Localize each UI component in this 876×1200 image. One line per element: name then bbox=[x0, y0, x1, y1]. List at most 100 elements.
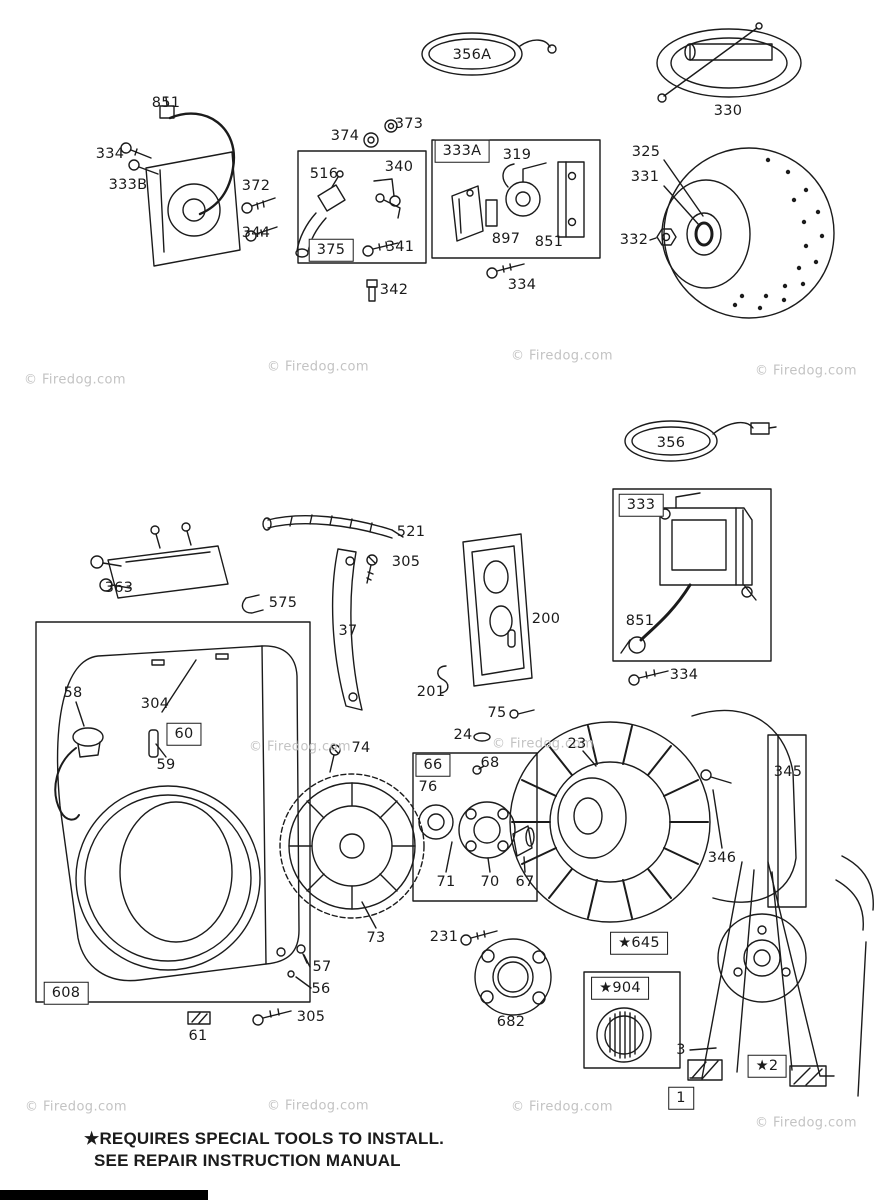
part-label-70: 70 bbox=[480, 873, 500, 890]
part-label-333A: 333A bbox=[434, 139, 490, 163]
art-clip-575 bbox=[241, 594, 264, 614]
part-label-74: 74 bbox=[351, 739, 371, 756]
part-label-331: 331 bbox=[630, 168, 660, 185]
footnote-line2: SEE REPAIR INSTRUCTION MANUAL bbox=[94, 1151, 401, 1170]
watermark: © Firedog.com bbox=[249, 739, 351, 755]
part-label-363: 363 bbox=[104, 579, 134, 596]
part-label-342: 342 bbox=[379, 281, 409, 298]
part-label-319: 319 bbox=[502, 146, 532, 163]
part-label-904: ★904 bbox=[591, 976, 649, 1000]
watermark: © Firedog.com bbox=[511, 1099, 613, 1115]
part-label-57: 57 bbox=[312, 958, 332, 975]
part-label-334: 334 bbox=[669, 666, 699, 683]
watermark: © Firedog.com bbox=[267, 1098, 369, 1114]
part-label-231: 231 bbox=[429, 928, 459, 945]
art-hose-521 bbox=[262, 514, 404, 539]
part-label-334: 334 bbox=[507, 276, 537, 293]
bottom-scan-artifact bbox=[0, 1190, 208, 1200]
part-label-345: 345 bbox=[773, 763, 803, 780]
part-label-75: 75 bbox=[487, 704, 507, 721]
art-hook-201 bbox=[437, 665, 449, 694]
part-label-2: ★2 bbox=[747, 1054, 787, 1078]
art-housing-608 bbox=[35, 621, 311, 1003]
part-label-201: 201 bbox=[416, 683, 446, 700]
part-label-608: 608 bbox=[43, 981, 89, 1005]
part-label-645: ★645 bbox=[610, 931, 668, 955]
watermark: © Firedog.com bbox=[24, 372, 126, 388]
part-label-332: 332 bbox=[619, 231, 649, 248]
part-label-346: 346 bbox=[707, 849, 737, 866]
part-label-200: 200 bbox=[531, 610, 561, 627]
footnote: ★REQUIRES SPECIAL TOOLS TO INSTALL. SEE … bbox=[84, 1128, 444, 1172]
art-screw-74 bbox=[329, 744, 341, 773]
art-fittings-375 bbox=[295, 119, 427, 302]
art-flywheel-325 bbox=[649, 147, 835, 319]
part-label-3: 3 bbox=[676, 1041, 686, 1058]
art-misc-fasteners bbox=[473, 709, 597, 767]
art-fan-flywheel bbox=[509, 721, 711, 923]
part-label-344: 344 bbox=[241, 224, 271, 241]
part-label-521: 521 bbox=[396, 523, 426, 540]
part-label-897: 897 bbox=[491, 230, 521, 247]
part-label-24: 24 bbox=[453, 726, 473, 743]
part-label-66: 66 bbox=[415, 753, 451, 777]
art-assembly-330 bbox=[656, 22, 802, 103]
art-plate-200 bbox=[462, 533, 533, 687]
art-bracket-37 bbox=[331, 548, 363, 711]
part-label-372: 372 bbox=[241, 177, 271, 194]
art-points-333A bbox=[431, 139, 601, 279]
part-label-575: 575 bbox=[268, 594, 298, 611]
part-label-325: 325 bbox=[631, 143, 661, 160]
part-label-67: 67 bbox=[515, 873, 535, 890]
art-small-parts-bottom bbox=[187, 944, 312, 1026]
art-clutch-66 bbox=[412, 752, 538, 902]
art-bracket-363 bbox=[90, 522, 229, 599]
part-label-23: 23 bbox=[567, 735, 587, 752]
art-ring-356 bbox=[624, 420, 777, 462]
part-label-330: 330 bbox=[713, 102, 743, 119]
part-label-851: 851 bbox=[625, 612, 655, 629]
art-stand-bracket bbox=[687, 855, 874, 1097]
part-label-305: 305 bbox=[296, 1008, 326, 1025]
part-label-516: 516 bbox=[309, 165, 339, 182]
watermark: © Firedog.com bbox=[755, 1115, 857, 1131]
part-label-59: 59 bbox=[156, 756, 176, 773]
art-bearing-904 bbox=[583, 971, 681, 1069]
part-label-851: 851 bbox=[151, 94, 181, 111]
art-screw-231 bbox=[460, 930, 498, 946]
part-label-375: 375 bbox=[308, 238, 354, 262]
part-label-851: 851 bbox=[534, 233, 564, 250]
watermark: © Firedog.com bbox=[755, 363, 857, 379]
part-label-37: 37 bbox=[338, 622, 358, 639]
part-label-334: 334 bbox=[95, 145, 125, 162]
part-label-682: 682 bbox=[496, 1013, 526, 1030]
art-ring-gear-73 bbox=[279, 773, 425, 929]
art-flange-682 bbox=[474, 938, 552, 1016]
part-label-71: 71 bbox=[436, 873, 456, 890]
part-label-58: 58 bbox=[63, 684, 83, 701]
watermark: © Firedog.com bbox=[492, 736, 594, 752]
part-label-73: 73 bbox=[366, 929, 386, 946]
part-label-356A: 356A bbox=[452, 46, 492, 63]
part-label-373: 373 bbox=[394, 115, 424, 132]
part-label-76: 76 bbox=[418, 778, 438, 795]
part-label-341: 341 bbox=[385, 238, 415, 255]
part-label-374: 374 bbox=[330, 127, 360, 144]
part-label-356: 356 bbox=[656, 434, 686, 451]
art-ring-356A bbox=[421, 32, 557, 76]
part-label-305: 305 bbox=[391, 553, 421, 570]
part-label-68: 68 bbox=[480, 754, 500, 771]
art-screw-305-upper bbox=[366, 554, 378, 584]
part-label-340: 340 bbox=[384, 158, 414, 175]
part-label-333B: 333B bbox=[108, 176, 148, 193]
footnote-line1: ★REQUIRES SPECIAL TOOLS TO INSTALL. bbox=[84, 1129, 445, 1148]
part-label-304: 304 bbox=[140, 695, 170, 712]
part-label-333: 333 bbox=[618, 493, 664, 517]
art-flywheel-rivets bbox=[732, 157, 825, 311]
part-label-61: 61 bbox=[188, 1027, 208, 1044]
watermark: © Firedog.com bbox=[267, 359, 369, 375]
art-coil-333 bbox=[612, 488, 772, 686]
